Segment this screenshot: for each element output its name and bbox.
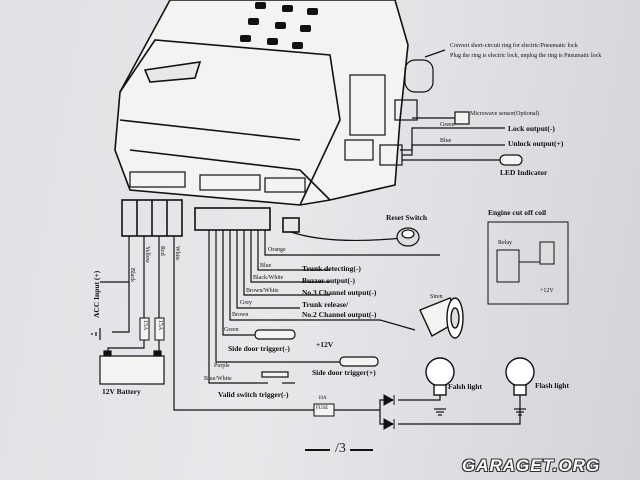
yellow-wire: Yellow xyxy=(144,246,150,264)
green-side-door-wire: Green xyxy=(224,327,239,333)
fuse-text: FUSE xyxy=(316,406,329,411)
blue-unlock-wire: Blue xyxy=(440,138,452,144)
lock-output-label: Lock output(-) xyxy=(508,124,555,133)
wires xyxy=(100,49,521,425)
battery xyxy=(99,350,165,385)
fuses xyxy=(139,317,335,417)
buzzer-output-label: Buzzer output(-) xyxy=(302,276,355,285)
brown-white-wire: Brown/White xyxy=(246,288,279,294)
reset-switch-label: Reset Switch xyxy=(386,213,428,222)
trunk-detecting-label: Trunk detecting(-) xyxy=(302,264,361,273)
led-indicator-label: LED Indicator xyxy=(500,168,548,177)
relay-12v-label: +12V xyxy=(540,288,554,294)
reset-switch xyxy=(396,227,420,247)
diodes xyxy=(383,394,395,430)
led-indicator xyxy=(454,111,523,166)
garaget-watermark: GARAGET.ORG xyxy=(462,456,601,475)
black-wire: Black xyxy=(129,268,135,282)
convert-note-2: Plug the ring is electric lock, unplog t… xyxy=(450,53,602,59)
siren-label: Siren xyxy=(430,294,443,300)
brown-wire: Brown xyxy=(232,312,249,318)
module-buttons xyxy=(240,2,318,49)
white-wire: White xyxy=(174,246,180,261)
black-white-wire: Black/White xyxy=(253,275,284,281)
trunk-release-label: Trunk release/ xyxy=(302,300,349,309)
relay-label: Relay xyxy=(498,240,512,246)
green-lock-wire: Green xyxy=(440,122,455,128)
flash-light-2-label: Flash light xyxy=(535,381,569,390)
blue-wire: Blue xyxy=(260,263,272,269)
ground-symbols xyxy=(91,328,526,416)
power-connector xyxy=(121,199,183,237)
fuse-1-label: 15A xyxy=(142,320,148,331)
orange-wire: Orange xyxy=(268,247,286,253)
no2-channel-label: No.2 Channel output(-) xyxy=(302,310,377,319)
acc-input-label: ACC Input (+) xyxy=(92,270,101,318)
plus12v-label: +12V xyxy=(316,340,334,349)
engine-cut-off-box xyxy=(487,221,569,305)
flash-lights xyxy=(425,357,535,396)
engine-cut-off-label: Engine cut off coil xyxy=(488,208,547,217)
door-trigger-switches xyxy=(254,329,379,384)
alarm-control-module xyxy=(114,0,409,206)
side-door-plus-label: Side door trigger(+) xyxy=(312,368,376,377)
siren xyxy=(419,297,464,339)
battery-label: 12V Battery xyxy=(102,387,141,396)
side-door-minus-label: Side door trigger(-) xyxy=(228,344,290,353)
microwave-label: Microwave sensor(Optional) xyxy=(470,111,540,117)
module-connectors xyxy=(129,59,434,193)
grey-wire: Grey xyxy=(240,300,252,306)
page-number: /3 xyxy=(335,441,346,456)
purple-wire: Purple xyxy=(214,363,230,369)
flash-light-1-label: Falsh light xyxy=(448,382,482,391)
no3-channel-label: No.3 Channel output(-) xyxy=(302,288,377,297)
red-wire: Red xyxy=(159,246,165,256)
blue-white-wire: Blue/White xyxy=(204,376,232,382)
unlock-output-label: Unlock output(+) xyxy=(508,139,564,148)
main-wire-connector xyxy=(194,207,300,233)
fuse-2-label: 15A xyxy=(157,320,163,331)
valid-switch-label: Valid switch trigger(-) xyxy=(218,390,289,399)
convert-note-1: Convert short-circuit ring for electric/… xyxy=(450,43,578,49)
fuse-small-label: 10A xyxy=(318,396,327,401)
